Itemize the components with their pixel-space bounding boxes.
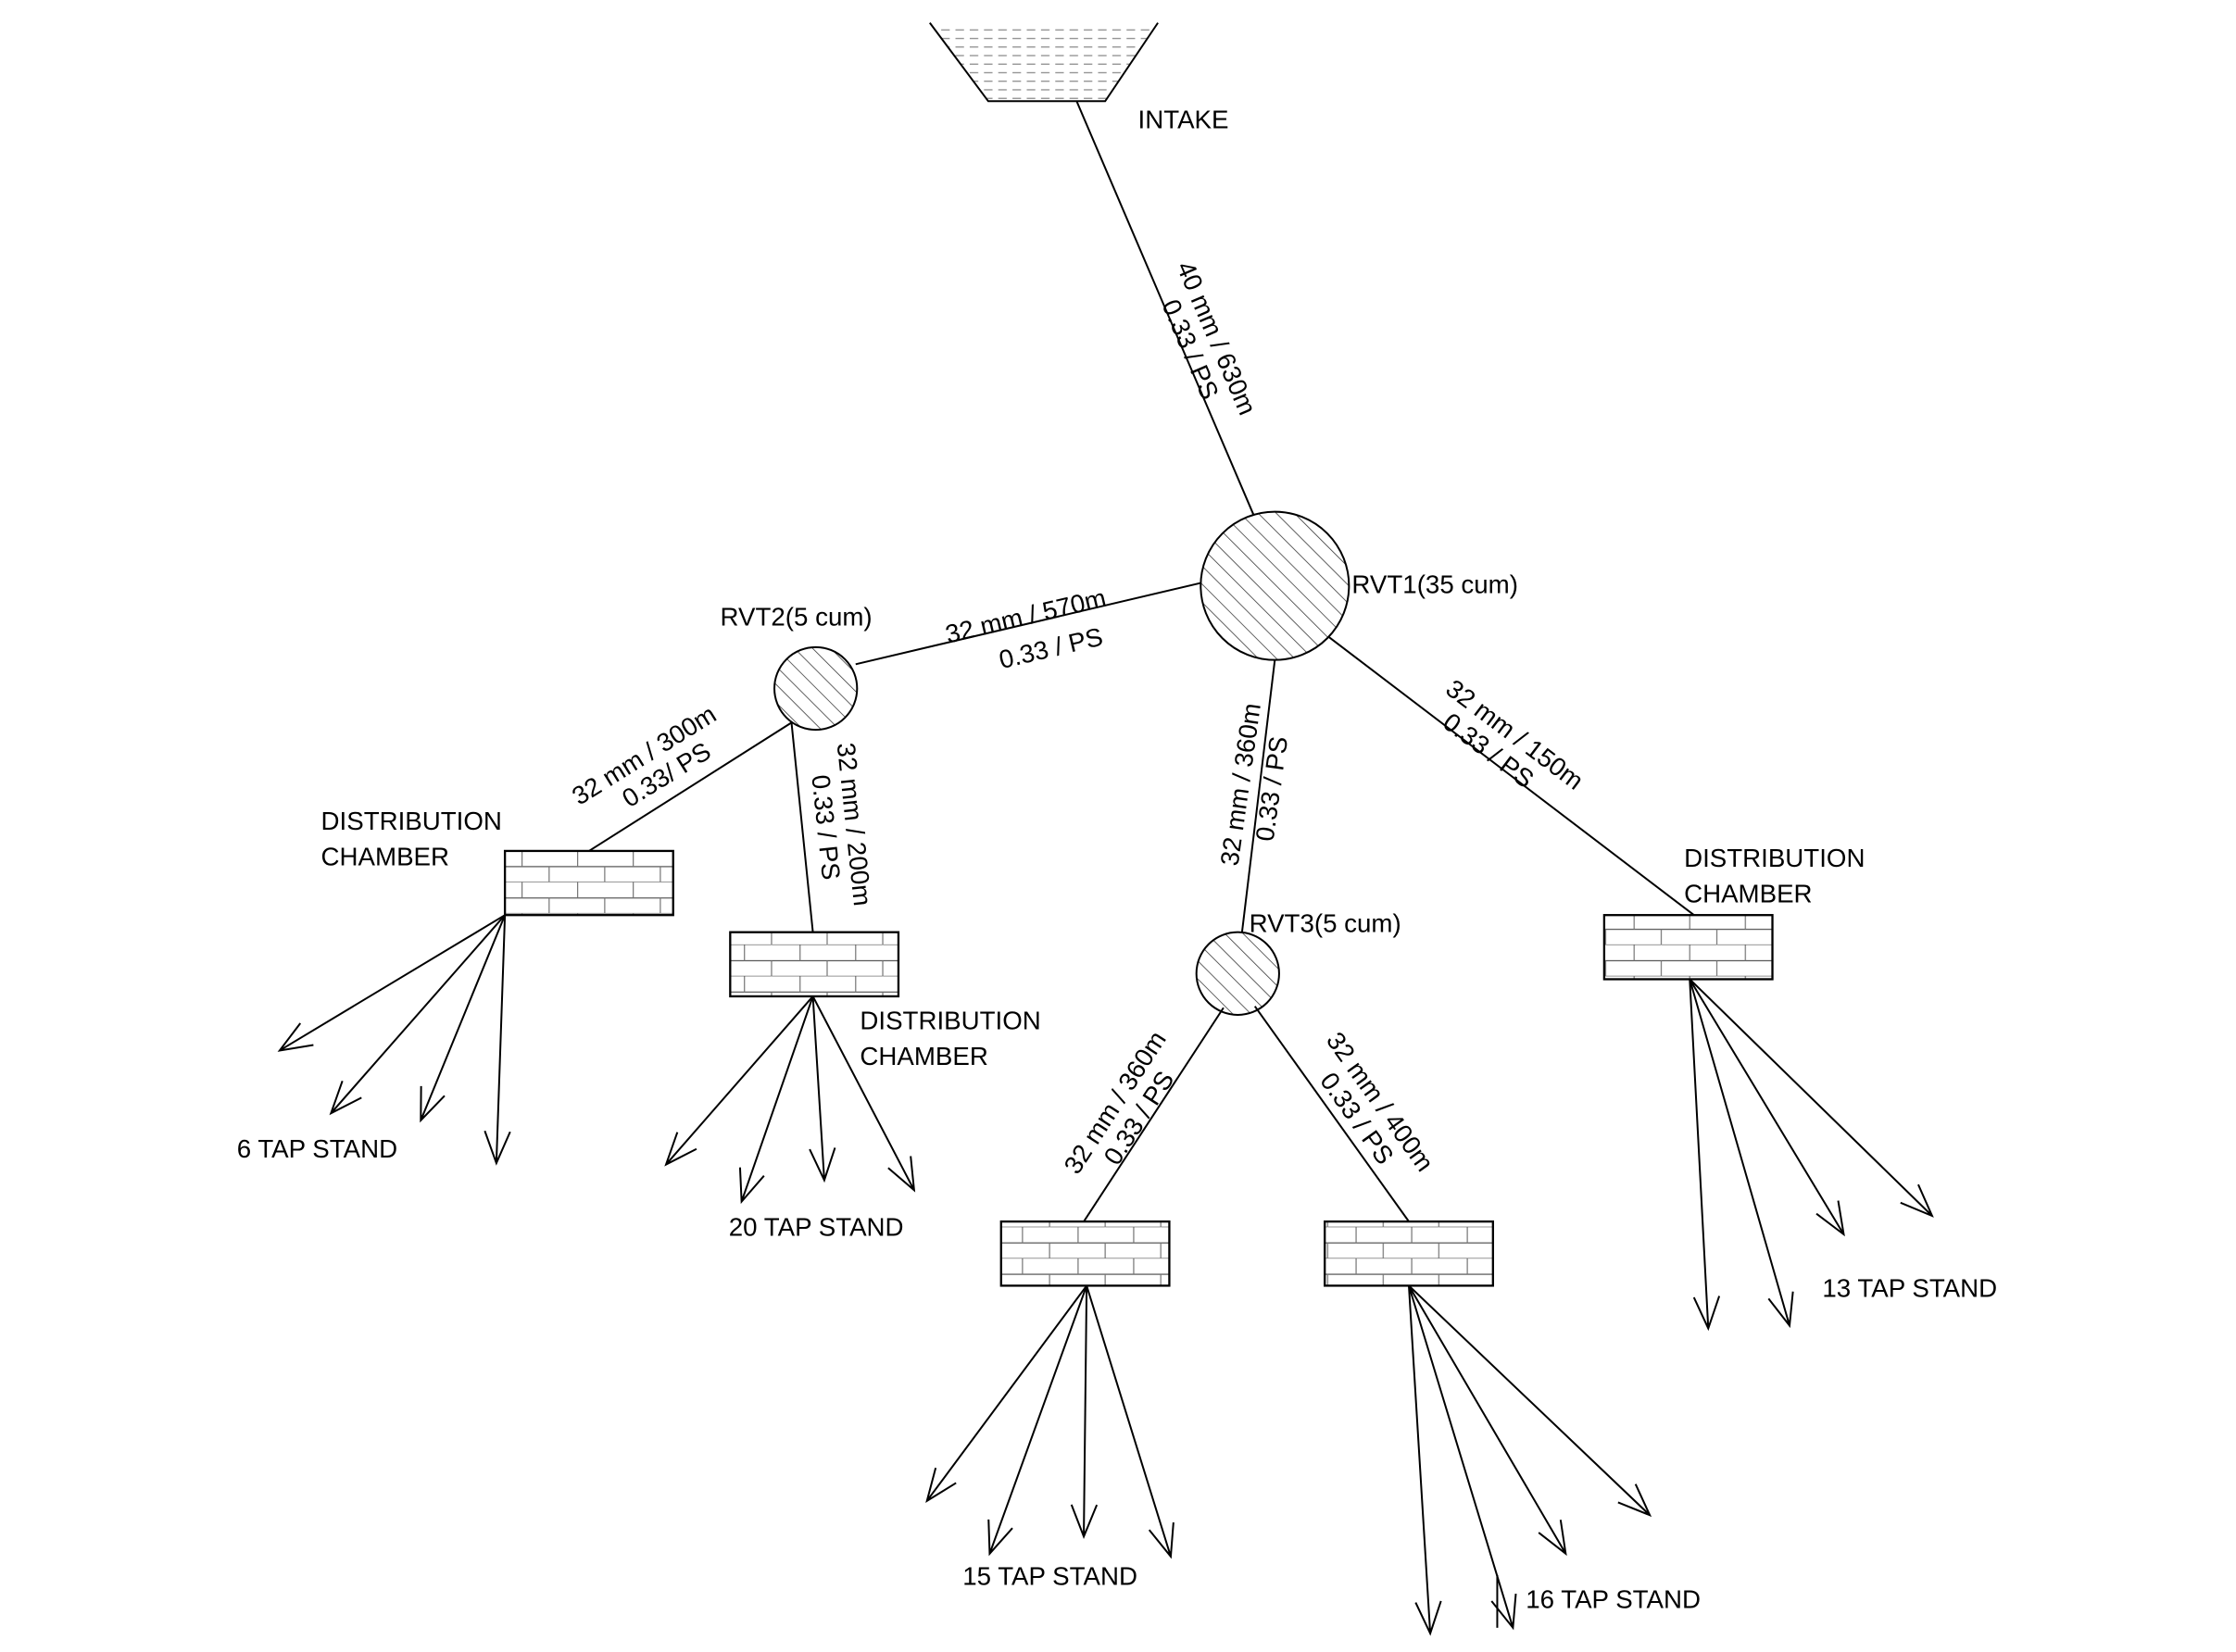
tap-stand-arrow [664, 995, 814, 1167]
reservoir-rvt3: RVT3(5 cum) [1195, 909, 1401, 1016]
tap-stand-arrow [738, 995, 814, 1205]
intake: INTAKE [929, 22, 1229, 134]
chamber-label: CHAMBER [1684, 879, 1812, 907]
reservoir-label: RVT1(35 cum) [1351, 569, 1518, 598]
pipe-rvt1-dc5 [1328, 636, 1695, 916]
tap-stand-arrow [1408, 1284, 1567, 1557]
tap-stand-arrow [329, 914, 506, 1116]
chamber-label: CHAMBER [860, 1042, 987, 1070]
chamber-label: DISTRIBUTION [1684, 844, 1865, 872]
pipe-labels: 40 mm / 630m 0.33 / PS 32 mm / 570m 0.33… [567, 257, 1589, 1179]
pipe-rvt1-rvt2 [855, 582, 1201, 666]
tap-stand-arrow [1689, 978, 1934, 1218]
tap-stand-label-dc4: 16 TAP STAND [1526, 1584, 1701, 1613]
tap-stand-arrow [1408, 1284, 1652, 1518]
tap-stand-arrow [1408, 1285, 1517, 1631]
tap-stand-arrow [1689, 978, 1845, 1237]
tap-stand-arrow [809, 995, 836, 1183]
distribution-chamber-2: DISTRIBUTION CHAMBER [729, 931, 1041, 1070]
tap-stand-arrow [1689, 979, 1721, 1332]
tap-stand-arrow [484, 915, 511, 1166]
tap-stand-label-dc2: 20 TAP STAND [729, 1213, 904, 1242]
tap-stand-arrows [277, 914, 1934, 1636]
pipes [588, 100, 1695, 1222]
pipe-rvt2-dc2 [790, 722, 814, 932]
tap-stand-label-dc3: 15 TAP STAND [962, 1562, 1137, 1591]
chamber-label: CHAMBER [321, 842, 449, 870]
tap-stand-arrow [1086, 1285, 1175, 1559]
pipe-rvt2-dc1 [588, 721, 793, 852]
tap-stand-label-dc1: 6 TAP STAND [237, 1134, 397, 1163]
pipe-rvt3-dc3 [1083, 1007, 1225, 1222]
pipe-intake-rvt1 [1075, 100, 1255, 516]
tap-stand-arrow [1408, 1285, 1442, 1636]
tap-stand-arrow [811, 995, 916, 1193]
reservoir-rvt1: RVT1(35 cum) [1200, 510, 1518, 661]
pipe-rvt3-dc4 [1253, 1006, 1410, 1222]
intake-label: INTAKE [1138, 106, 1229, 134]
tap-stand-arrow [987, 1285, 1088, 1557]
tap-stand-arrow [277, 914, 506, 1052]
distribution-chamber-4 [1324, 1220, 1494, 1287]
chamber-label: DISTRIBUTION [321, 807, 502, 835]
reservoir-label: RVT2(5 cum) [721, 603, 873, 632]
chamber-label: DISTRIBUTION [860, 1006, 1040, 1034]
tap-stand-label-dc5: 13 TAP STAND [1822, 1274, 1997, 1303]
pipe-rvt1-rvt3 [1240, 659, 1276, 932]
distribution-chamber-3 [999, 1220, 1171, 1287]
tap-stand-arrow [925, 1284, 1087, 1504]
distribution-chamber-1: DISTRIBUTION CHAMBER [321, 807, 674, 917]
distribution-chamber-5: DISTRIBUTION CHAMBER [1602, 844, 1865, 981]
reservoir-label: RVT3(5 cum) [1250, 909, 1401, 938]
reservoir-rvt2: RVT2(5 cum) [721, 603, 873, 732]
tap-stand-arrow [420, 914, 507, 1123]
tap-stand-arrow [1689, 979, 1794, 1329]
tap-stand-arrow [1070, 1285, 1099, 1540]
